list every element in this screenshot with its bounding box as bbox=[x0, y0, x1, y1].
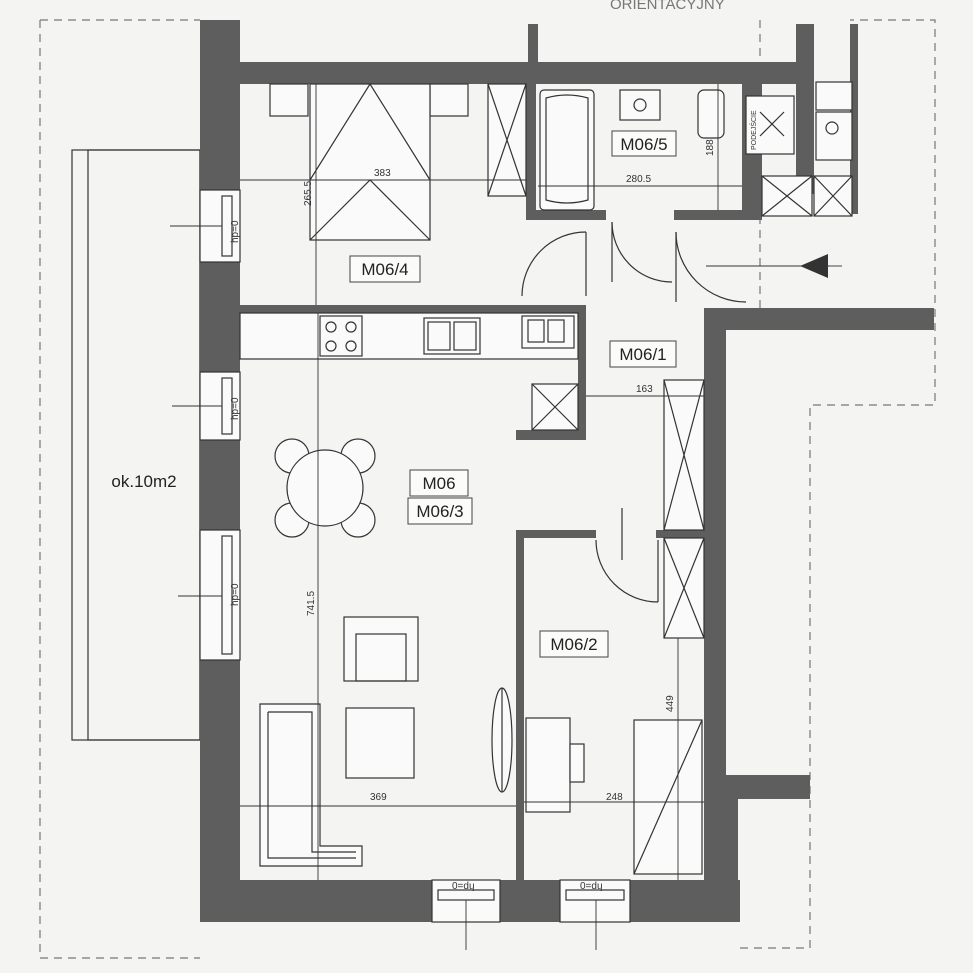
dim-265-5: 265.5 bbox=[303, 181, 314, 206]
dining-table bbox=[274, 438, 376, 538]
room-label-m06-1: M06/1 bbox=[619, 345, 666, 364]
dim-163: 163 bbox=[636, 384, 653, 395]
dim-188: 188 bbox=[705, 139, 716, 156]
dim-369: 369 bbox=[370, 792, 387, 803]
dim-248: 248 bbox=[606, 792, 623, 803]
bedroom-furniture bbox=[269, 82, 527, 241]
dimension-texts: 383 280.5 265.5 188 163 741.5 369 248 44… bbox=[303, 139, 716, 803]
window-label-hp: hp=0 bbox=[230, 220, 241, 243]
balcony-area-label: ok.10m2 bbox=[111, 472, 176, 491]
window-label-hp: hp=0 bbox=[230, 397, 241, 420]
top-text: ORIENTACYJNY bbox=[610, 0, 725, 13]
window-labels: hp=0 hp=0 hp=0 0=dų 0=dų PODEJŚCIE ORIEN… bbox=[230, 0, 758, 892]
bathroom-fixtures bbox=[539, 81, 853, 217]
dim-741-5: 741.5 bbox=[306, 591, 317, 616]
windows bbox=[170, 189, 631, 950]
label-podejscie: PODEJŚCIE bbox=[749, 110, 758, 150]
room-label-m06-4: M06/4 bbox=[361, 260, 408, 279]
dim-383: 383 bbox=[374, 168, 391, 179]
balcony bbox=[71, 149, 201, 741]
window-label-dp: 0=dų bbox=[580, 881, 603, 892]
room-label-m06-5: M06/5 bbox=[620, 135, 667, 154]
window-label-hp: hp=0 bbox=[230, 583, 241, 606]
walls bbox=[200, 20, 934, 922]
wardrobes bbox=[663, 379, 705, 639]
window-label-dp: 0=dų bbox=[452, 881, 475, 892]
dim-280-5: 280.5 bbox=[626, 174, 651, 185]
doors bbox=[521, 221, 747, 603]
dim-449: 449 bbox=[665, 695, 676, 712]
room-labels: M06/5 M06/4 M06/1 M06 M06/3 M06/2 ok.10m… bbox=[111, 130, 677, 658]
room-label-m06-3: M06/3 bbox=[416, 502, 463, 521]
room-label-m06: M06 bbox=[422, 474, 455, 493]
dimension-lines bbox=[240, 84, 742, 880]
room-label-m06-2: M06/2 bbox=[550, 635, 597, 654]
living-furniture bbox=[259, 616, 703, 875]
kitchen bbox=[239, 312, 579, 431]
entrance-arrow-icon bbox=[706, 254, 842, 278]
